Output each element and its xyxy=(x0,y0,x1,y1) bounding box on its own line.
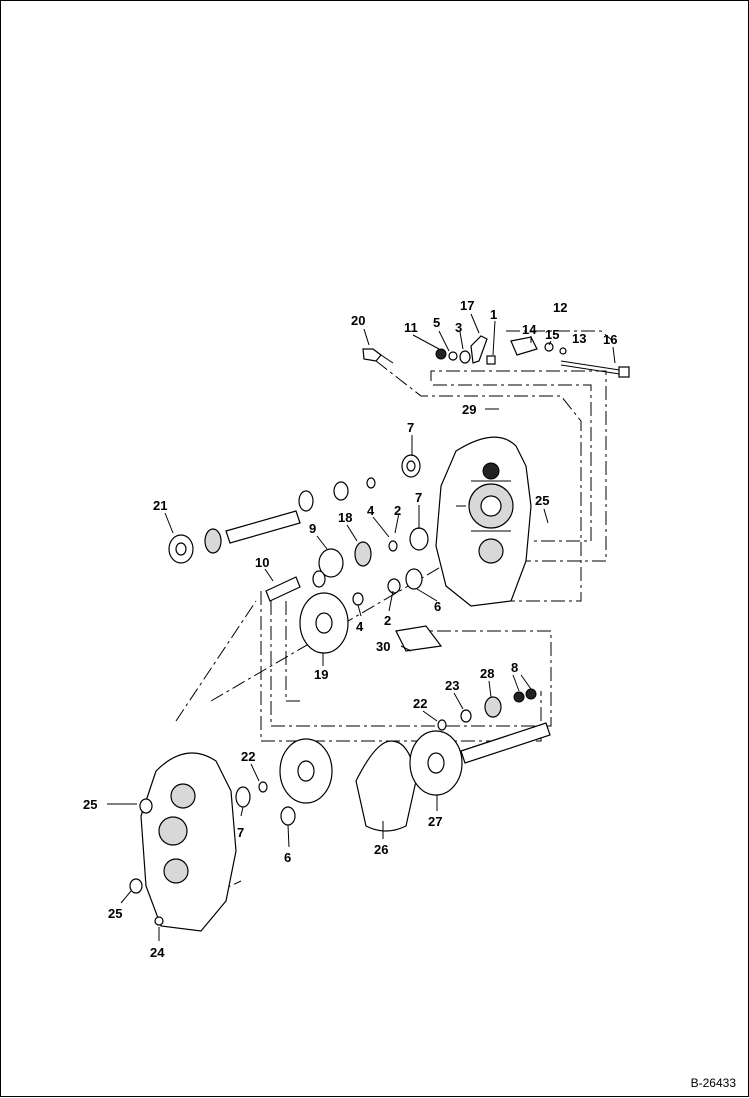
callout-21: 21 xyxy=(153,498,167,513)
callout-25-left-top: 25 xyxy=(83,797,97,812)
lower-gear-train xyxy=(235,688,551,832)
callout-9: 9 xyxy=(309,521,316,536)
callout-14: 14 xyxy=(522,322,537,337)
callout-10: 10 xyxy=(255,555,269,570)
callout-28: 28 xyxy=(480,666,494,681)
callout-8: 8 xyxy=(511,660,518,675)
callout-25-right: 25 xyxy=(535,493,549,508)
callout-4-mid: 4 xyxy=(356,619,364,634)
callout-19: 19 xyxy=(314,667,328,682)
callout-20: 20 xyxy=(351,313,365,328)
callout-7-top: 7 xyxy=(407,420,414,435)
callout-12: 12 xyxy=(553,300,567,315)
callout-16: 16 xyxy=(603,332,617,347)
callout-4-top: 4 xyxy=(367,503,375,518)
callout-labels: 20 11 5 3 17 1 12 14 15 13 16 29 7 21 9 … xyxy=(83,298,617,960)
callout-15: 15 xyxy=(545,327,559,342)
callout-3: 3 xyxy=(455,320,462,335)
callout-27: 27 xyxy=(428,814,442,829)
callout-6-bottom: 6 xyxy=(284,850,291,865)
callout-11: 11 xyxy=(404,320,418,335)
callout-26: 26 xyxy=(374,842,388,857)
callout-13: 13 xyxy=(572,331,586,346)
callout-22-left: 22 xyxy=(241,749,255,764)
callout-30: 30 xyxy=(376,639,390,654)
callout-6-top: 6 xyxy=(434,599,441,614)
left-housing xyxy=(129,752,237,932)
callout-23: 23 xyxy=(445,678,459,693)
callout-1: 1 xyxy=(490,307,497,322)
callout-7-mid: 7 xyxy=(415,490,422,505)
callout-18: 18 xyxy=(338,510,352,525)
shift-linkage-parts xyxy=(362,335,630,378)
figure-reference-number: B-26433 xyxy=(690,1076,736,1090)
right-housing xyxy=(435,436,532,607)
upper-shaft-cluster xyxy=(168,454,443,654)
callout-17: 17 xyxy=(460,298,474,313)
leader-lines xyxy=(107,313,616,941)
callout-5: 5 xyxy=(433,315,440,330)
callout-7-bottom: 7 xyxy=(237,825,244,840)
callout-2-top: 2 xyxy=(394,503,401,518)
callout-2-mid: 2 xyxy=(384,613,391,628)
callout-24: 24 xyxy=(150,945,165,960)
callout-22-right: 22 xyxy=(413,696,427,711)
callout-25-left-bottom: 25 xyxy=(108,906,122,921)
callout-29: 29 xyxy=(462,402,476,417)
